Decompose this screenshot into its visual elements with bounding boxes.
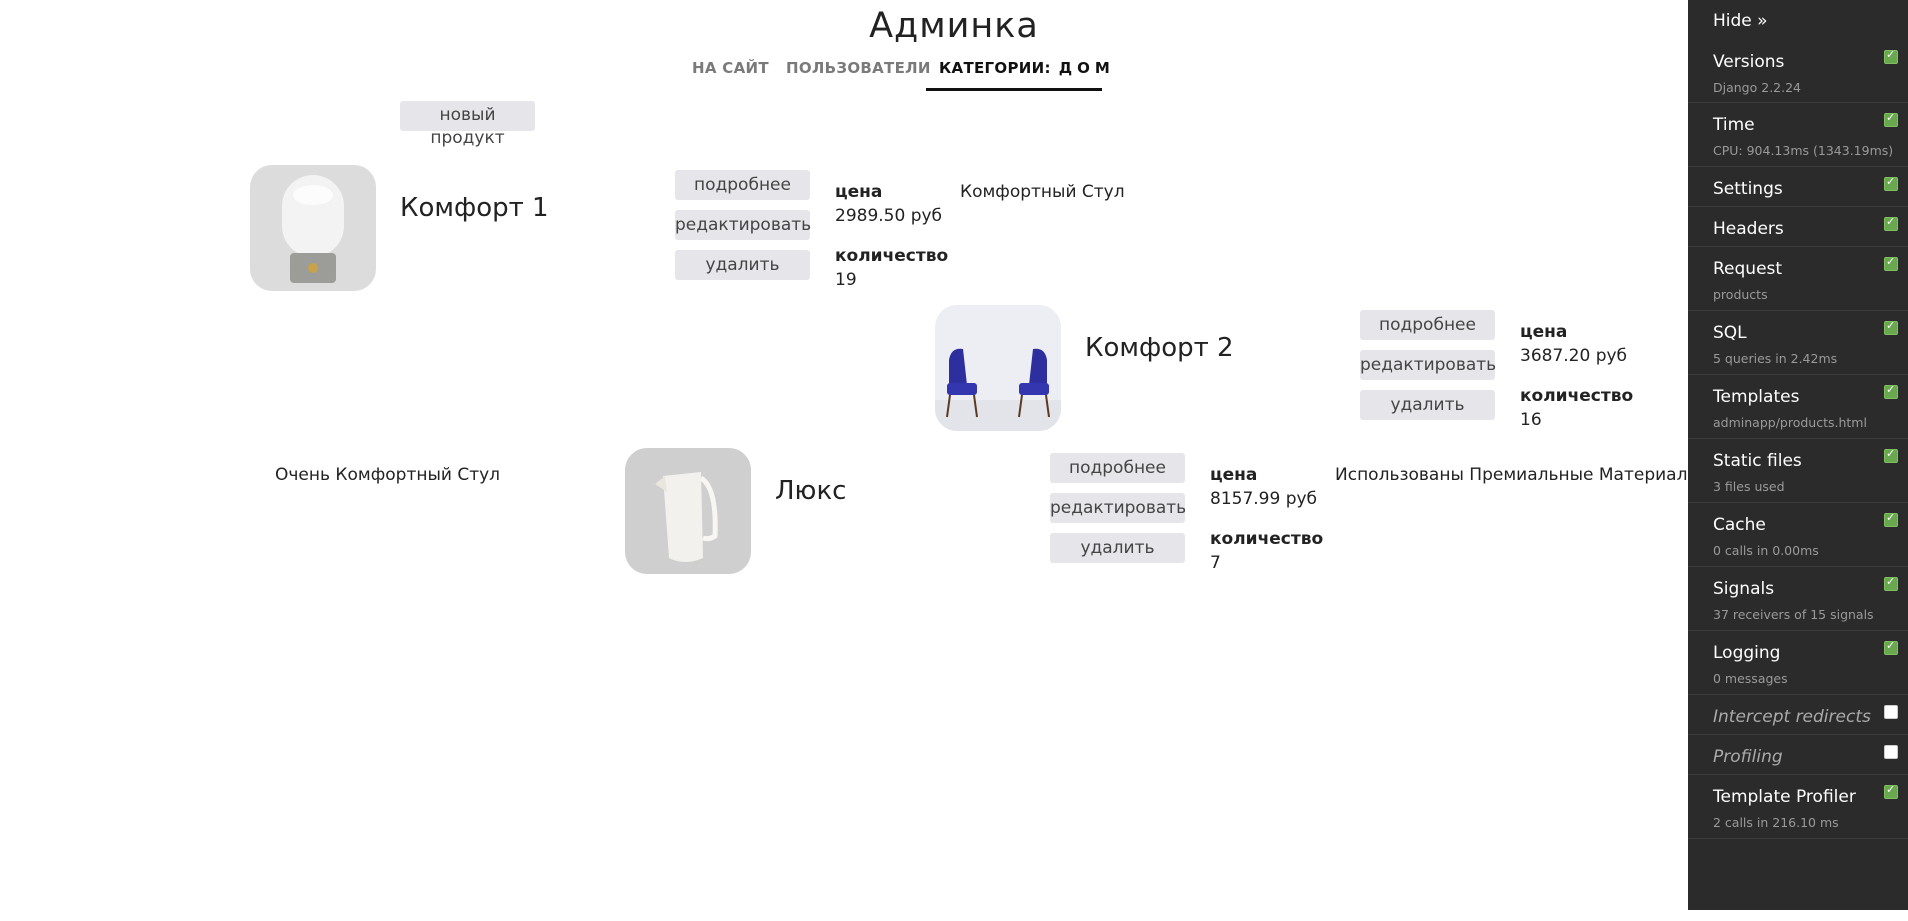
new-product-button[interactable]: новый продукт [400,101,535,148]
quantity-value: 19 [835,270,857,290]
panel-subtitle: 5 queries in 2.42ms [1713,351,1838,366]
panel-toggle-checkbox[interactable] [1884,783,1898,799]
panel-title: Template Profiler [1713,787,1856,807]
panel-toggle-checkbox[interactable] [1884,447,1898,463]
panel-profiling[interactable]: Profiling [1688,735,1908,775]
new-product-label-line1: новый [439,105,496,125]
panel-toggle-checkbox[interactable] [1884,48,1898,64]
price-value: 3687.20 руб [1520,346,1628,366]
panel-title: Intercept redirects [1713,707,1871,727]
quantity-label: количество [1520,386,1634,406]
product-image-armchairs[interactable] [935,305,1061,431]
product-edit-button[interactable]: редактировать [675,210,811,240]
panel-subtitle: 3 files used [1713,479,1785,494]
product-image-lamp[interactable] [250,165,376,291]
panel-toggle-checkbox[interactable] [1884,111,1898,127]
nav-link-users[interactable]: пользователи [786,59,931,77]
panel-title: Signals [1713,579,1775,599]
panel-subtitle: 37 receivers of 15 signals [1713,607,1874,622]
panel-title: Time [1713,115,1755,135]
quantity-label: количество [1210,529,1324,549]
panel-toggle-checkbox[interactable] [1884,575,1898,591]
quantity-value: 16 [1520,410,1542,430]
product-delete-button[interactable]: удалить [675,250,810,280]
nav-category-name: дом [1058,59,1115,77]
price-value: 2989.50 руб [835,206,943,226]
panel-time[interactable]: Time CPU: 904.13ms (1343.19ms) [1688,103,1908,167]
product-delete-button[interactable]: удалить [1050,533,1185,563]
product-name: Комфорт 1 [400,193,549,223]
panel-title: Logging [1713,643,1781,663]
panel-toggle-checkbox[interactable] [1884,511,1898,527]
product-details-button[interactable]: подробнее [1360,310,1495,340]
panel-subtitle: 2 calls in 216.10 ms [1713,815,1839,830]
product-name: Комфорт 2 [1085,333,1234,363]
product-name: Люкс [775,476,847,506]
debug-toolbar: Hide » Versions Django 2.2.24 Time CPU: … [1688,0,1908,910]
panel-toggle-checkbox[interactable] [1884,383,1898,399]
panel-title: Static files [1713,451,1802,471]
panel-headers[interactable]: Headers [1688,207,1908,247]
panel-toggle-checkbox[interactable] [1884,639,1898,655]
panel-intercept-redirects[interactable]: Intercept redirects [1688,695,1908,735]
panel-toggle-checkbox[interactable] [1884,319,1898,335]
quantity-value: 7 [1210,553,1221,573]
nav-categories-label: категории: [939,59,1051,77]
panel-sql[interactable]: SQL 5 queries in 2.42ms [1688,311,1908,375]
product-description: Очень Комфортный Стул [275,465,501,485]
panel-title: Profiling [1713,747,1783,767]
panel-template-profiler[interactable]: Template Profiler 2 calls in 216.10 ms [1688,775,1908,839]
panel-toggle-checkbox[interactable] [1884,705,1898,719]
price-value: 8157.99 руб [1210,489,1318,509]
product-description: Использованы Премиальные Материалы [1335,465,1701,485]
panel-title: Cache [1713,515,1766,535]
panel-request[interactable]: Request products [1688,247,1908,311]
panel-title: Templates [1713,387,1800,407]
panel-subtitle: adminapp/products.html [1713,415,1867,430]
price-label: цена [835,182,883,202]
price-label: цена [1520,322,1568,342]
nav-link-site[interactable]: на сайт [692,59,769,77]
price-label: цена [1210,465,1258,485]
panel-toggle-checkbox[interactable] [1884,255,1898,271]
panel-toggle-checkbox[interactable] [1884,175,1898,191]
new-product-label-line2: продукт [430,128,505,148]
panel-title: Request [1713,259,1783,279]
panel-title: Versions [1713,52,1785,72]
panel-title: SQL [1713,323,1747,343]
product-delete-button[interactable]: удалить [1360,390,1495,420]
panel-subtitle: 0 messages [1713,671,1788,686]
panel-settings[interactable]: Settings [1688,167,1908,207]
panel-logging[interactable]: Logging 0 messages [1688,631,1908,695]
product-edit-button[interactable]: редактировать [1050,493,1186,523]
panel-static-files[interactable]: Static files 3 files used [1688,439,1908,503]
panel-cache[interactable]: Cache 0 calls in 0.00ms [1688,503,1908,567]
panel-subtitle: CPU: 904.13ms (1343.19ms) [1713,143,1894,158]
page-title: Админка [869,6,1039,46]
product-description: Комфортный Стул [960,182,1125,202]
panel-templates[interactable]: Templates adminapp/products.html [1688,375,1908,439]
panel-subtitle: 0 calls in 0.00ms [1713,543,1819,558]
product-image-jug[interactable] [625,448,751,574]
panel-title: Settings [1713,179,1783,199]
panel-versions[interactable]: Versions Django 2.2.24 [1688,40,1908,103]
product-edit-button[interactable]: редактировать [1360,350,1496,380]
panel-subtitle: products [1713,287,1768,302]
quantity-label: количество [835,246,949,266]
hide-toolbar-link[interactable]: Hide » [1713,11,1768,31]
panel-toggle-checkbox[interactable] [1884,745,1898,759]
panel-title: Headers [1713,219,1784,239]
panel-signals[interactable]: Signals 37 receivers of 15 signals [1688,567,1908,631]
panel-subtitle: Django 2.2.24 [1713,80,1801,95]
nav-link-categories[interactable]: категории:дом [926,59,1110,91]
panel-toggle-checkbox[interactable] [1884,215,1898,231]
product-details-button[interactable]: подробнее [675,170,810,200]
product-details-button[interactable]: подробнее [1050,453,1185,483]
